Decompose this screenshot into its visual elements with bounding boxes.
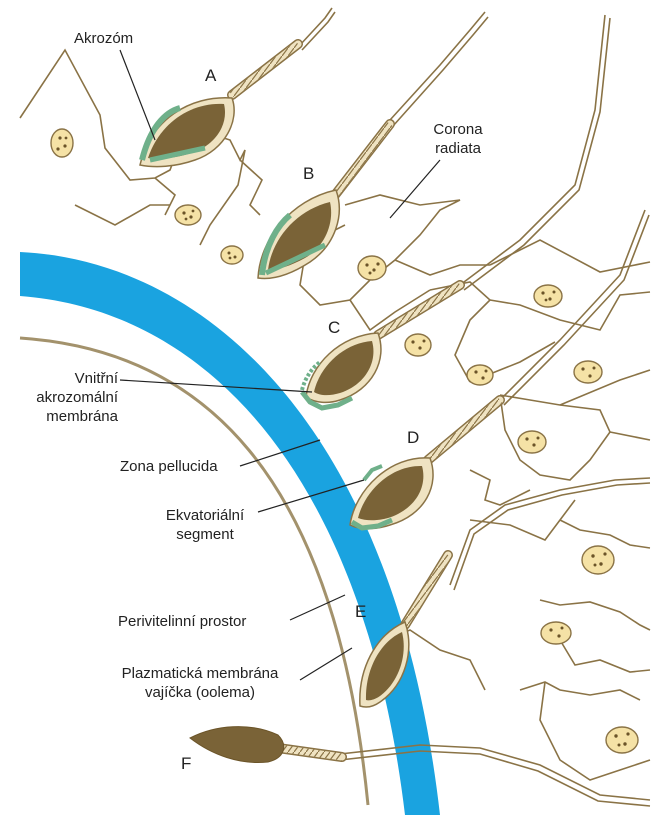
label-ekvatorialni-segment: Ekvatoriální segment	[150, 506, 260, 544]
sperm-a	[140, 44, 298, 167]
sperm-b	[258, 124, 390, 278]
stage-letter-d: D	[407, 428, 419, 448]
stage-letter-a: A	[205, 66, 216, 86]
leader-perivitelinni	[290, 595, 345, 620]
sperm-d	[350, 400, 500, 529]
leader-vnitrni	[120, 380, 312, 392]
label-vnitrni-line1: Vnitřní	[10, 369, 118, 388]
stage-letter-b: B	[303, 164, 314, 184]
leader-corona	[390, 160, 440, 218]
label-vnitrni-akrozomalni-membrana: Vnitřní akrozomální membrána	[10, 369, 118, 426]
label-zona-pellucida: Zona pellucida	[120, 457, 218, 476]
label-corona-line2: radiata	[418, 139, 498, 158]
label-plazmaticka-line2: vajíčka (oolema)	[105, 683, 295, 702]
label-plazmaticka-line1: Plazmatická membrána	[105, 664, 295, 683]
leader-akrozom	[120, 50, 155, 140]
sperm-f	[190, 727, 342, 763]
label-ekvatorialni-line1: Ekvatoriální	[150, 506, 260, 525]
label-akrozom: Akrozóm	[74, 29, 133, 48]
stage-letter-e: E	[355, 602, 366, 622]
stage-letter-c: C	[328, 318, 340, 338]
label-vnitrni-line2: akrozomální	[10, 388, 118, 407]
label-corona-line1: Corona	[418, 120, 498, 139]
label-plazmaticka-membrana: Plazmatická membrána vajíčka (oolema)	[105, 664, 295, 702]
label-corona-radiata: Corona radiata	[418, 120, 498, 158]
label-vnitrni-line3: membrána	[10, 407, 118, 426]
stage-letter-f: F	[181, 754, 191, 774]
label-ekvatorialni-line2: segment	[150, 525, 260, 544]
label-perivitelinni-prostor: Perivitelinní prostor	[118, 612, 246, 631]
